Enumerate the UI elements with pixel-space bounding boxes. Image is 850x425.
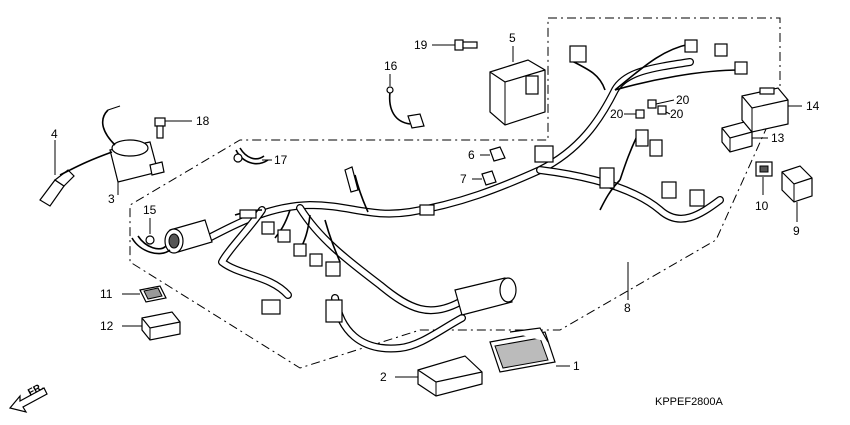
part-18-bolt xyxy=(154,117,166,139)
part-11-connector xyxy=(139,285,167,303)
part-6-clip xyxy=(489,146,506,162)
part-10-connector xyxy=(755,161,773,177)
callout-2: 2 xyxy=(380,370,387,384)
part-12-relay xyxy=(141,311,181,341)
part-5-regulator xyxy=(489,59,546,126)
part-19-bolt xyxy=(454,39,478,51)
callout-6: 6 xyxy=(468,148,475,162)
callout-18: 18 xyxy=(196,114,210,128)
part-16-band xyxy=(386,86,425,129)
part-4-spark-plug-cap xyxy=(39,169,75,207)
callout-17: 17 xyxy=(274,153,288,167)
callout-5: 5 xyxy=(509,31,516,45)
part-15-clamp xyxy=(131,235,171,255)
callout-11: 11 xyxy=(100,287,113,301)
callout-4: 4 xyxy=(51,127,58,141)
front-direction-arrow: FR. xyxy=(8,381,48,413)
callout-9: 9 xyxy=(793,224,800,238)
callout-8: 8 xyxy=(624,301,631,315)
part-14-relay xyxy=(741,87,789,133)
callout-15: 15 xyxy=(143,203,157,217)
callout-20a: 20 xyxy=(676,93,690,107)
harness-connectors xyxy=(239,39,748,323)
callout-13: 13 xyxy=(771,131,785,145)
part-1-connector-cover xyxy=(489,327,556,373)
part-7-clip xyxy=(481,170,497,186)
callout-12: 12 xyxy=(100,319,114,333)
harness-canisters xyxy=(164,166,517,316)
callout-3: 3 xyxy=(108,192,115,206)
callout-14: 14 xyxy=(806,99,820,113)
callout-16: 16 xyxy=(384,59,398,73)
part-9-relay xyxy=(781,165,813,203)
part-17-clamp xyxy=(233,147,269,165)
harness-group-outline xyxy=(129,17,781,369)
diagram-code: KPPEF2800A xyxy=(655,396,724,408)
callout-10: 10 xyxy=(755,199,769,213)
callout-20c: 20 xyxy=(670,107,684,121)
callout-20b: 20 xyxy=(610,107,624,121)
callout-19: 19 xyxy=(414,38,428,52)
callout-1: 1 xyxy=(573,359,580,373)
part-3-ignition-coil xyxy=(69,105,165,183)
part-2-control-unit xyxy=(417,355,483,397)
callout-7: 7 xyxy=(460,172,467,186)
